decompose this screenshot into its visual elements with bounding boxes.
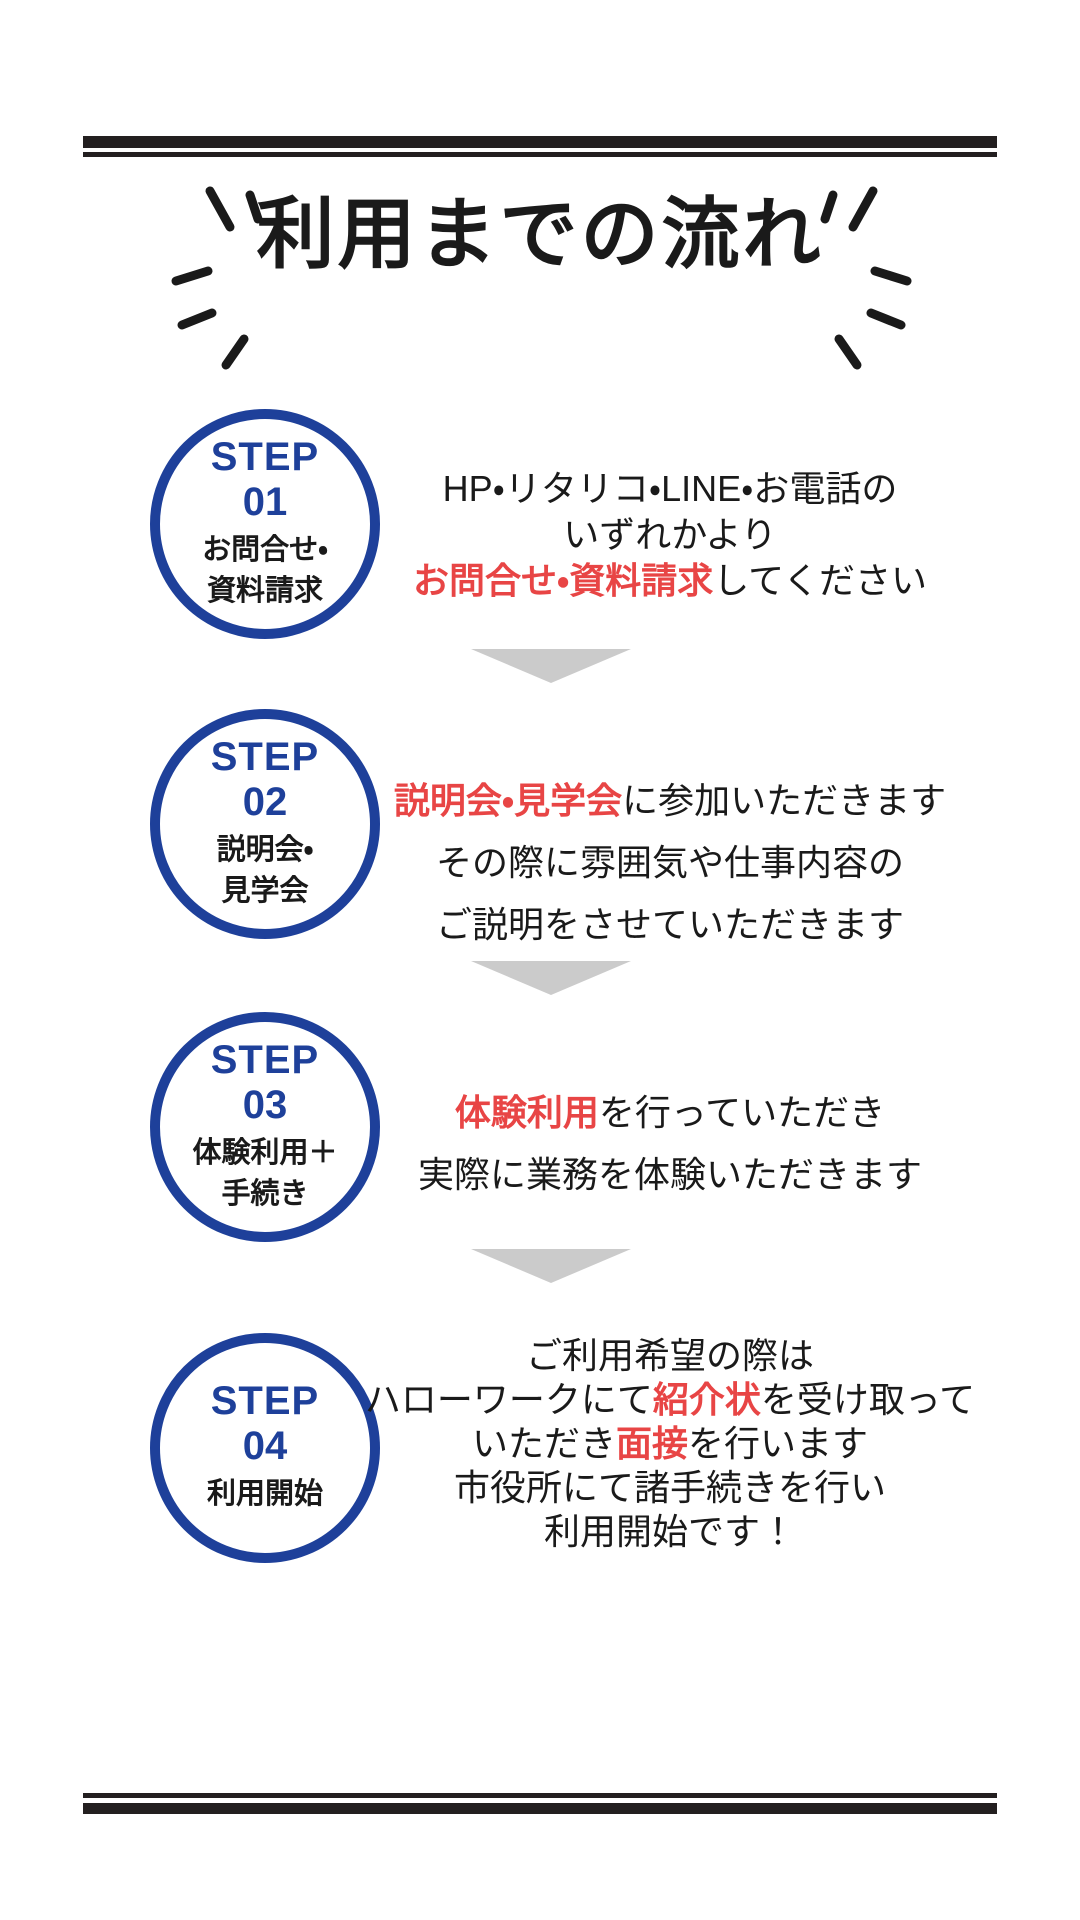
- step-number: 04: [242, 1424, 288, 1469]
- desc-line: HP・リタリコ・LINE・お電話の: [340, 466, 1000, 512]
- step-03-description: 体験利用を行っていただき 実際に業務を体験いただきます: [340, 1082, 1000, 1206]
- desc-text-highlight: お問合せ・資料請求: [412, 560, 714, 601]
- page-title: 利用までの流れ: [256, 190, 824, 278]
- desc-text-highlight: 紹介状: [652, 1379, 761, 1420]
- desc-text: 実際に業務を体験いただきます: [417, 1154, 922, 1195]
- down-arrow-icon: [471, 649, 631, 683]
- step-number: 03: [242, 1083, 288, 1128]
- step-02-circle: STEP 02 説明会・ 見学会: [150, 709, 380, 939]
- desc-text-highlight: 面接: [615, 1423, 688, 1464]
- sparkle-left-icon: [171, 186, 263, 370]
- desc-text: を行っていただき: [598, 1092, 886, 1133]
- desc-line: 実際に業務を体験いただきます: [340, 1144, 1000, 1206]
- bottom-divider: [83, 1793, 997, 1814]
- desc-text: いずれかより: [563, 514, 777, 555]
- step-circle-label: 利用開始: [207, 1474, 323, 1514]
- step-01-description: HP・リタリコ・LINE・お電話の いずれかより お問合せ・資料請求してください: [340, 466, 1000, 604]
- circle-label-line: 利用開始: [206, 1478, 323, 1511]
- step-circle-label: 説明会・ 見学会: [217, 830, 314, 910]
- step-number: 01: [242, 480, 288, 525]
- desc-text: を受け取って: [760, 1379, 976, 1420]
- desc-text: ご説明をさせていただきます: [435, 904, 904, 945]
- desc-text: いただき: [471, 1423, 616, 1464]
- circle-label-line: お問合せ・: [202, 534, 328, 567]
- circle-label-line: 体験利用＋: [192, 1137, 338, 1170]
- circle-label-line: 資料請求: [206, 574, 323, 607]
- step-word: STEP: [210, 435, 320, 480]
- step-circle-label: お問合せ・ 資料請求: [202, 530, 328, 610]
- desc-line: お問合せ・資料請求してください: [340, 558, 1000, 604]
- down-arrow-icon: [471, 1249, 631, 1283]
- down-arrow-icon: [471, 961, 631, 995]
- desc-text: に参加いただきます: [622, 780, 947, 821]
- top-divider: [83, 136, 997, 157]
- desc-line: いただき面接を行います: [340, 1422, 1000, 1466]
- step-02-description: 説明会・見学会に参加いただきます その際に雰囲気や仕事内容の ご説明をさせていた…: [340, 770, 1000, 956]
- desc-text: ハローワークにて: [364, 1379, 653, 1420]
- desc-line: 説明会・見学会に参加いただきます: [340, 770, 1000, 832]
- circle-label-line: 手続き: [221, 1177, 309, 1210]
- step-circle-label: 体験利用＋ 手続き: [192, 1133, 337, 1213]
- desc-text-highlight: 体験利用: [454, 1092, 599, 1133]
- desc-line: ご説明をさせていただきます: [340, 894, 1000, 956]
- divider-thin-line: [83, 152, 997, 157]
- sparkle-right-icon: [820, 186, 912, 370]
- divider-thick-line: [83, 136, 997, 148]
- desc-line: ご利用希望の際は: [340, 1334, 1000, 1378]
- desc-text: してください: [713, 560, 928, 601]
- step-word: STEP: [210, 1379, 320, 1424]
- step-01-circle: STEP 01 お問合せ・ 資料請求: [150, 409, 380, 639]
- desc-text: を行います: [688, 1423, 869, 1464]
- desc-text-highlight: 説明会・見学会: [393, 780, 623, 821]
- step-number: 02: [242, 780, 288, 825]
- desc-line: 市役所にて諸手続きを行い: [340, 1466, 1000, 1510]
- desc-line: 体験利用を行っていただき: [340, 1082, 1000, 1144]
- step-03-circle: STEP 03 体験利用＋ 手続き: [150, 1012, 380, 1242]
- divider-thick-line: [83, 1803, 997, 1814]
- step-04-description: ご利用希望の際は ハローワークにて紹介状を受け取って いただき面接を行います 市…: [340, 1334, 1000, 1554]
- desc-text: 市役所にて諸手続きを行い: [453, 1467, 886, 1508]
- circle-label-line: 説明会・: [216, 834, 314, 867]
- desc-line: いずれかより: [340, 512, 1000, 558]
- step-word: STEP: [210, 735, 320, 780]
- step-word: STEP: [210, 1038, 320, 1083]
- desc-text: その際に雰囲気や仕事内容の: [435, 842, 904, 883]
- desc-text: ご利用希望の際は: [525, 1335, 814, 1376]
- step-04-circle: STEP 04 利用開始: [150, 1333, 380, 1563]
- desc-line: その際に雰囲気や仕事内容の: [340, 832, 1000, 894]
- desc-line: ハローワークにて紹介状を受け取って: [340, 1378, 1000, 1422]
- divider-thin-line: [83, 1793, 997, 1798]
- circle-label-line: 見学会: [221, 874, 309, 907]
- desc-text: HP・リタリコ・LINE・お電話の: [442, 468, 898, 509]
- desc-text: 利用開始です！: [543, 1511, 796, 1552]
- desc-line: 利用開始です！: [340, 1510, 1000, 1554]
